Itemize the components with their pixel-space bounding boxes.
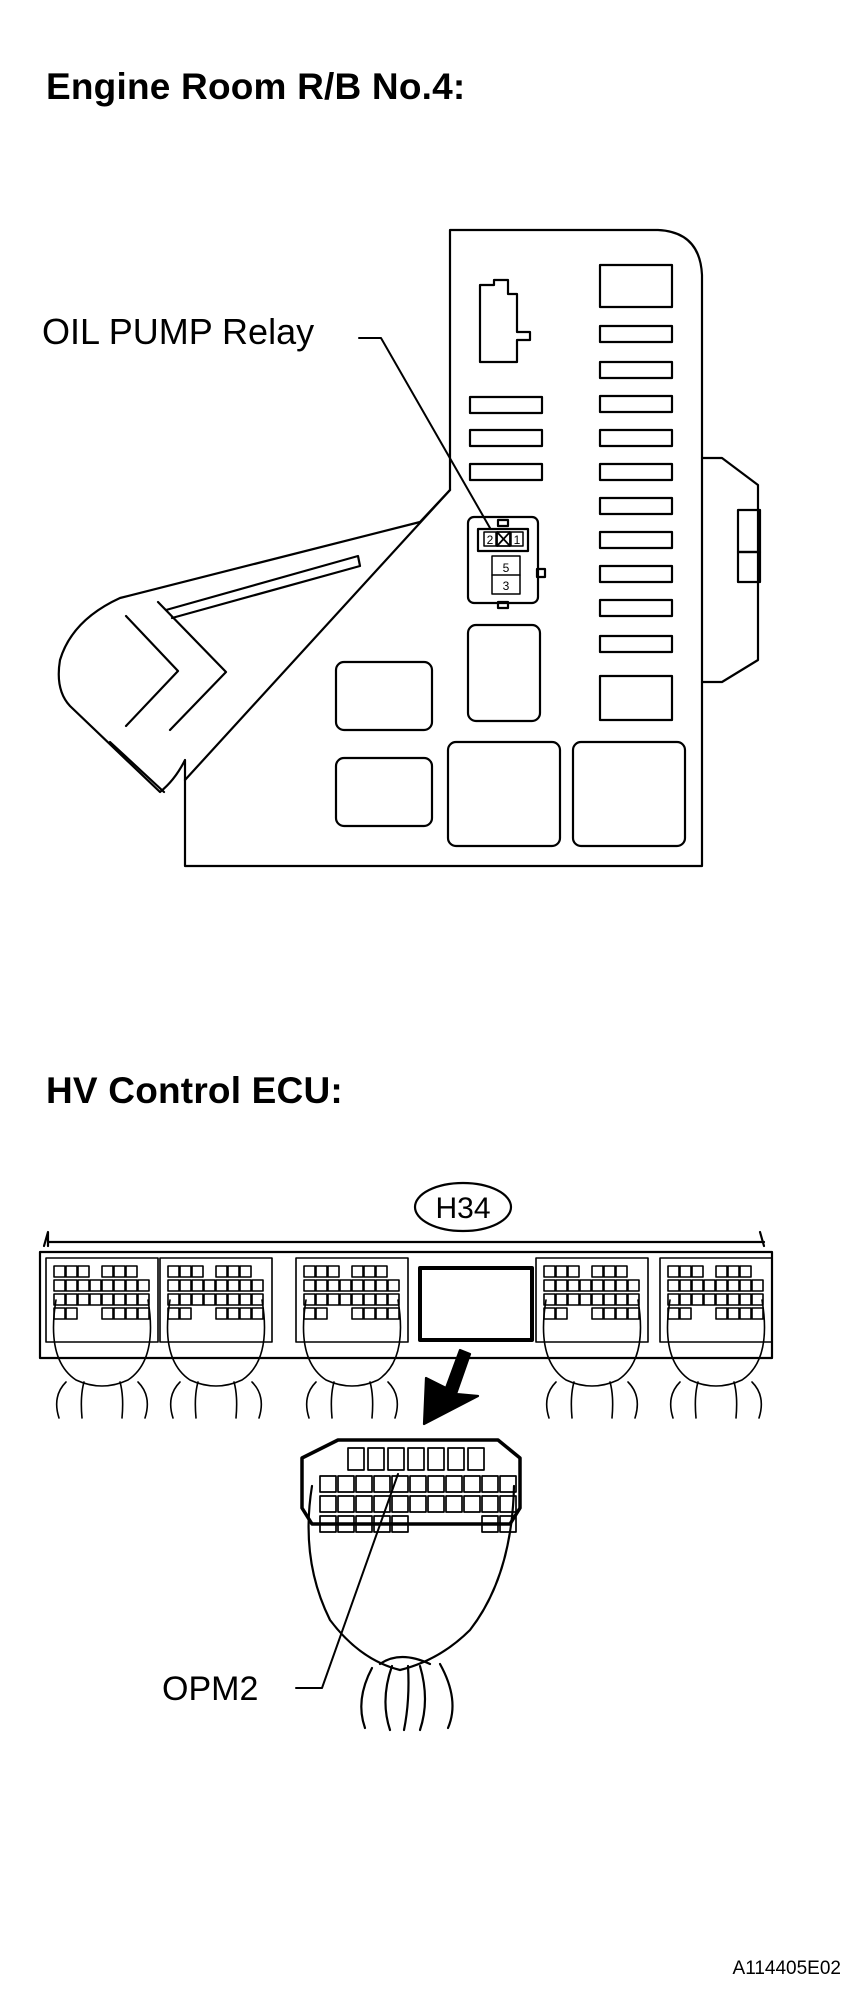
relay-block-heading: Engine Room R/B No.4: (46, 66, 466, 107)
oil-pump-relay-socket (466, 515, 547, 610)
relay-terminal-2: 2 (487, 533, 494, 547)
ecu-plug-5 (659, 1257, 773, 1419)
opm2-leader (295, 1473, 399, 1689)
ecu-connector-plugs (45, 1257, 773, 1419)
connector-id-label: H34 (435, 1192, 490, 1225)
oil-pump-relay-leader (358, 337, 491, 529)
figure-code: A114405E02 (732, 1958, 841, 1979)
ecu-plug-4 (535, 1257, 649, 1419)
ecu-heading: HV Control ECU: (46, 1070, 343, 1111)
relay-terminal-5: 5 (503, 561, 510, 575)
ecu-plug-1 (45, 1257, 159, 1419)
connector-arrow (422, 1348, 480, 1426)
opm2-callout: OPM2 (162, 1670, 258, 1708)
oil-pump-relay-callout: OIL PUMP Relay (42, 311, 314, 352)
ecu-plug-2 (159, 1257, 273, 1419)
ecu-plug-3 (295, 1257, 409, 1419)
relay-terminal-3: 3 (503, 579, 510, 593)
relay-terminal-1: 1 (514, 533, 521, 547)
connector-id-badge: H34 (413, 1181, 513, 1233)
enlarged-connector (300, 1438, 522, 1732)
relay-block-housing (57, 228, 762, 868)
